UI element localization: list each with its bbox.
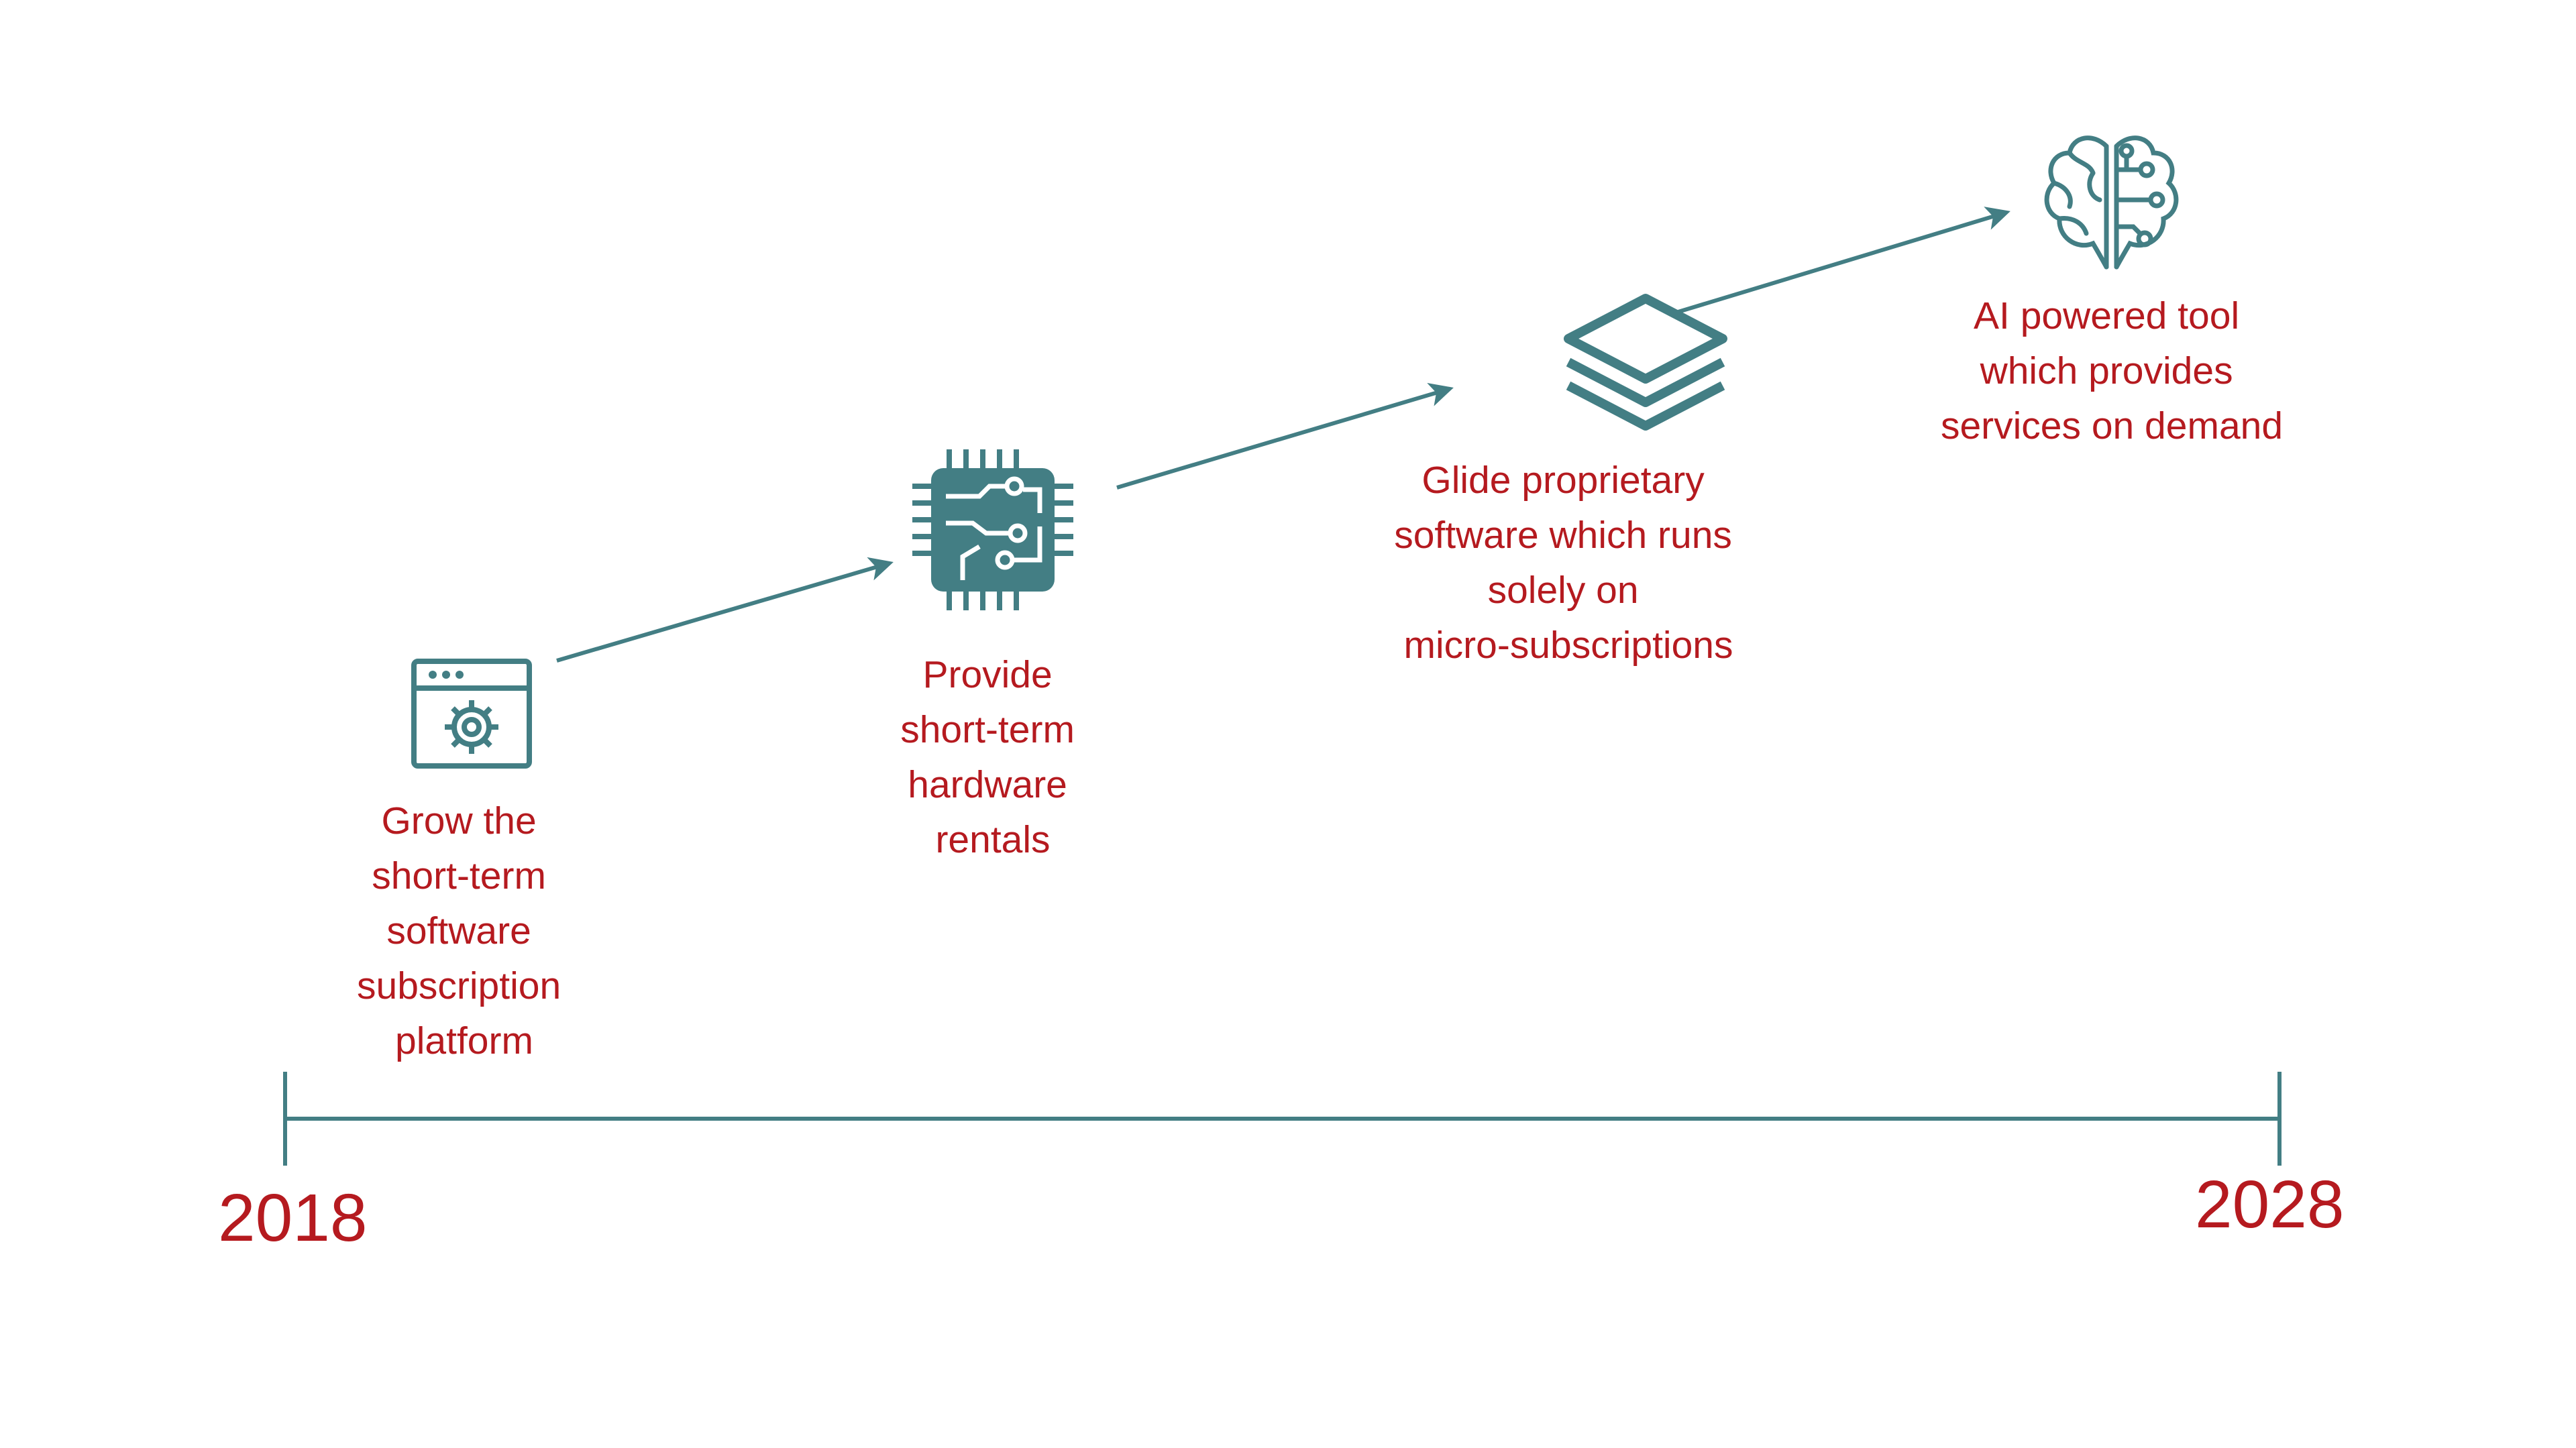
step-label-line: short-term <box>372 854 546 897</box>
timeline-start-year: 2018 <box>218 1180 367 1256</box>
layers-stack-icon <box>1564 294 1727 431</box>
arrow-step1-to-step2 <box>556 557 894 663</box>
settings-window-icon <box>411 659 532 769</box>
step-label-line: solely on <box>1488 569 1639 612</box>
step-proprietary-software: Glide proprietary software which runs so… <box>1394 294 1743 667</box>
step-label-line: Provide <box>922 653 1052 696</box>
ai-brain-icon <box>2044 135 2179 270</box>
step-ai-tool: AI powered tool which provides services … <box>1941 135 2283 447</box>
arrow-step3-to-step4 <box>1673 207 2010 315</box>
step-label-line: micro-subscriptions <box>1404 624 1733 667</box>
step-label-line: Grow the <box>381 799 536 842</box>
timeline-end-year: 2028 <box>2195 1167 2344 1242</box>
progress-arrows <box>556 207 2010 663</box>
step-software-platform: Grow the short-term software subscriptio… <box>357 659 572 1062</box>
step-label-line: software <box>386 909 531 952</box>
circuit-chip-icon <box>912 449 1073 610</box>
step-label-line: services on demand <box>1941 404 2283 447</box>
step-label: AI powered tool which provides services … <box>1941 294 2283 447</box>
step-label-line: AI powered tool <box>1974 294 2239 337</box>
step-label-line: short-term <box>900 708 1075 751</box>
step-hardware-rentals: Provide short-term hardware rentals <box>900 449 1085 861</box>
step-label-line: hardware <box>908 763 1067 806</box>
step-label: Glide proprietary software which runs so… <box>1394 459 1743 667</box>
step-label-line: platform <box>395 1019 533 1062</box>
timeline: 2018 2028 <box>218 1072 2344 1256</box>
step-label-line: subscription <box>357 964 561 1007</box>
step-label: Grow the short-term software subscriptio… <box>357 799 572 1062</box>
step-label-line: Glide proprietary <box>1421 459 1705 502</box>
step-label-line: which provides <box>1980 349 2233 392</box>
step-label-line: rentals <box>935 818 1050 861</box>
step-label: Provide short-term hardware rentals <box>900 653 1085 861</box>
arrow-step2-to-step3 <box>1116 382 1454 490</box>
step-label-line: software which runs <box>1394 514 1732 557</box>
